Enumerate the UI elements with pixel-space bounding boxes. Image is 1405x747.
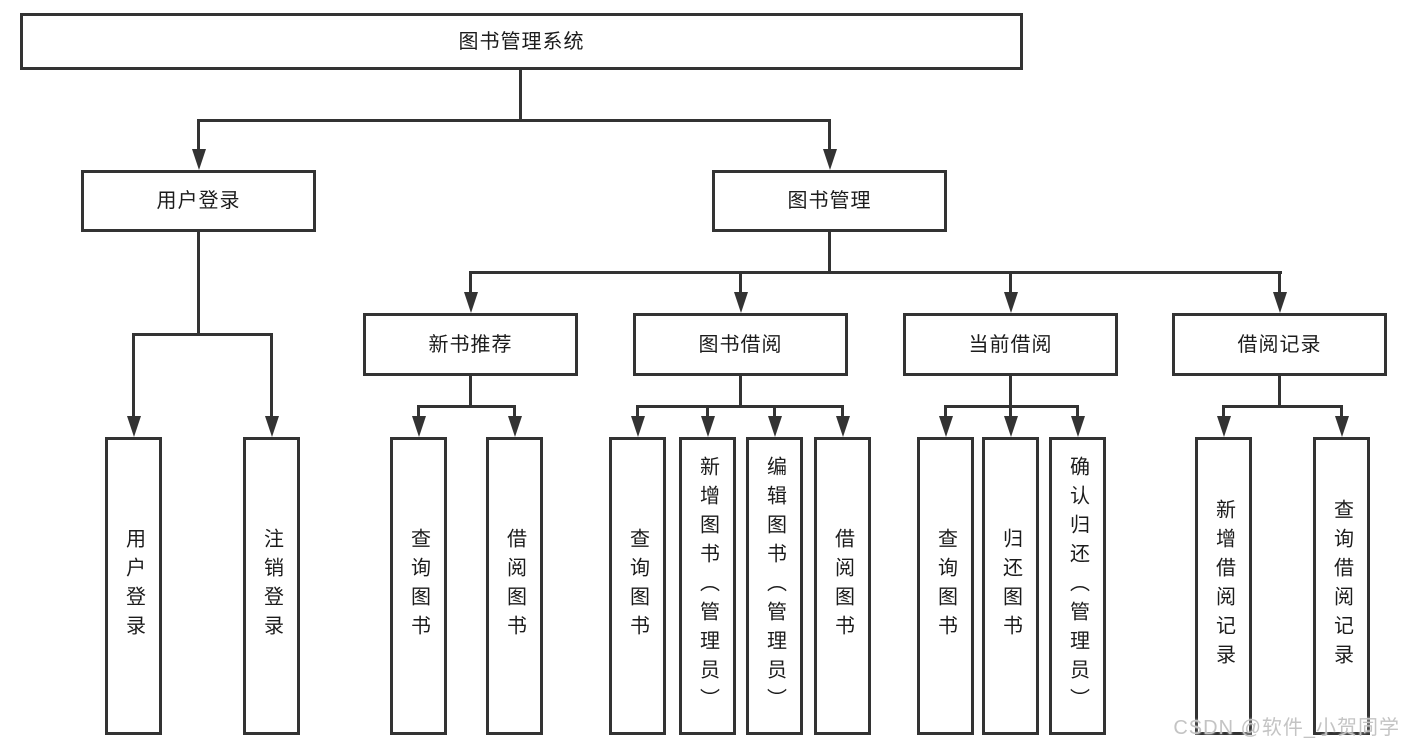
v-line [828,122,831,150]
v-line [636,408,639,417]
csdn-watermark: CSDN @软件_小贺同学 [1173,717,1400,739]
leaf-return-book: 归还图书 [982,437,1039,735]
v-line [828,232,831,273]
arrow-down-icon [265,416,279,437]
v-line [270,336,273,418]
v-line [739,274,742,293]
leaf-borrow-book: 借阅图书 [814,437,871,735]
node-current-borrow: 当前借阅 [903,313,1118,376]
leaf-borrow-book-recommend: 借阅图书 [486,437,543,735]
arrow-down-icon [1071,416,1085,437]
arrow-down-icon [939,416,953,437]
leaf-label: 注销登录 [260,528,283,644]
v-line [519,70,522,122]
arrow-down-icon [823,149,837,170]
v-line [944,408,947,417]
arrow-down-icon [734,292,748,313]
leaf-label: 借阅图书 [831,528,854,644]
leaf-edit-book-admin: 编辑图书（管理员） [746,437,803,735]
v-line [739,376,742,407]
leaf-label: 查询图书 [626,528,649,644]
v-line [1340,408,1343,417]
h-line [417,405,516,408]
arrow-down-icon [127,416,141,437]
v-line [1009,274,1012,293]
leaf-confirm-return-admin: 确认归还（管理员） [1049,437,1106,735]
v-line [417,408,420,417]
v-line [132,336,135,418]
leaf-label: 查询图书 [934,528,957,644]
node-root: 图书管理系统 [20,13,1023,70]
node-current-borrow-label: 当前借阅 [968,333,1053,356]
v-line [469,274,472,293]
v-line [706,408,709,417]
node-book-borrow-label: 图书借阅 [698,333,783,356]
v-line [1076,408,1079,417]
leaf-logout: 注销登录 [243,437,300,735]
v-line [197,232,200,335]
h-line [132,333,273,336]
v-line [773,408,776,417]
arrow-down-icon [1004,292,1018,313]
arrow-down-icon [768,416,782,437]
node-borrow-records: 借阅记录 [1172,313,1387,376]
arrow-down-icon [836,416,850,437]
leaf-label: 确认归还（管理员） [1066,455,1089,717]
leaf-label: 归还图书 [999,528,1022,644]
h-line [944,405,1079,408]
h-line [636,405,844,408]
arrow-down-icon [701,416,715,437]
node-book-management-label: 图书管理 [787,190,872,212]
arrow-down-icon [1335,416,1349,437]
leaf-label: 新增借阅记录 [1212,499,1235,673]
leaf-label: 查询借阅记录 [1330,499,1353,673]
v-line [197,122,200,150]
h-line [469,271,1282,274]
leaf-query-book-borrow: 查询图书 [609,437,666,735]
arrow-down-icon [631,416,645,437]
v-line [1009,376,1012,407]
node-user-login-label: 用户登录 [156,190,241,212]
node-new-book-recommend: 新书推荐 [363,313,578,376]
node-root-label: 图书管理系统 [458,30,585,53]
node-book-management: 图书管理 [712,170,947,232]
arrow-down-icon [412,416,426,437]
leaf-label: 新增图书（管理员） [696,455,719,717]
arrow-down-icon [1217,416,1231,437]
node-new-book-recommend-label: 新书推荐 [428,333,513,356]
leaf-label: 编辑图书（管理员） [763,455,786,717]
leaf-user-login: 用户登录 [105,437,162,735]
v-line [513,408,516,417]
h-line [197,119,831,122]
node-borrow-records-label: 借阅记录 [1237,333,1322,356]
arrow-down-icon [192,149,206,170]
leaf-label: 用户登录 [122,528,145,644]
leaf-label: 借阅图书 [503,528,526,644]
arrow-down-icon [508,416,522,437]
h-line [1222,405,1343,408]
node-user-login: 用户登录 [81,170,316,232]
node-book-borrow: 图书借阅 [633,313,848,376]
v-line [1278,274,1281,293]
arrow-down-icon [1273,292,1287,313]
v-line [841,408,844,417]
v-line [1278,376,1281,407]
leaf-query-borrow-record: 查询借阅记录 [1313,437,1370,735]
leaf-add-borrow-record: 新增借阅记录 [1195,437,1252,735]
v-line [469,376,472,407]
leaf-query-book-recommend: 查询图书 [390,437,447,735]
v-line [1222,408,1225,417]
leaf-label: 查询图书 [407,528,430,644]
leaf-add-book-admin: 新增图书（管理员） [679,437,736,735]
leaf-query-book-current: 查询图书 [917,437,974,735]
arrow-down-icon [1004,416,1018,437]
v-line [1009,408,1012,417]
arrow-down-icon [464,292,478,313]
